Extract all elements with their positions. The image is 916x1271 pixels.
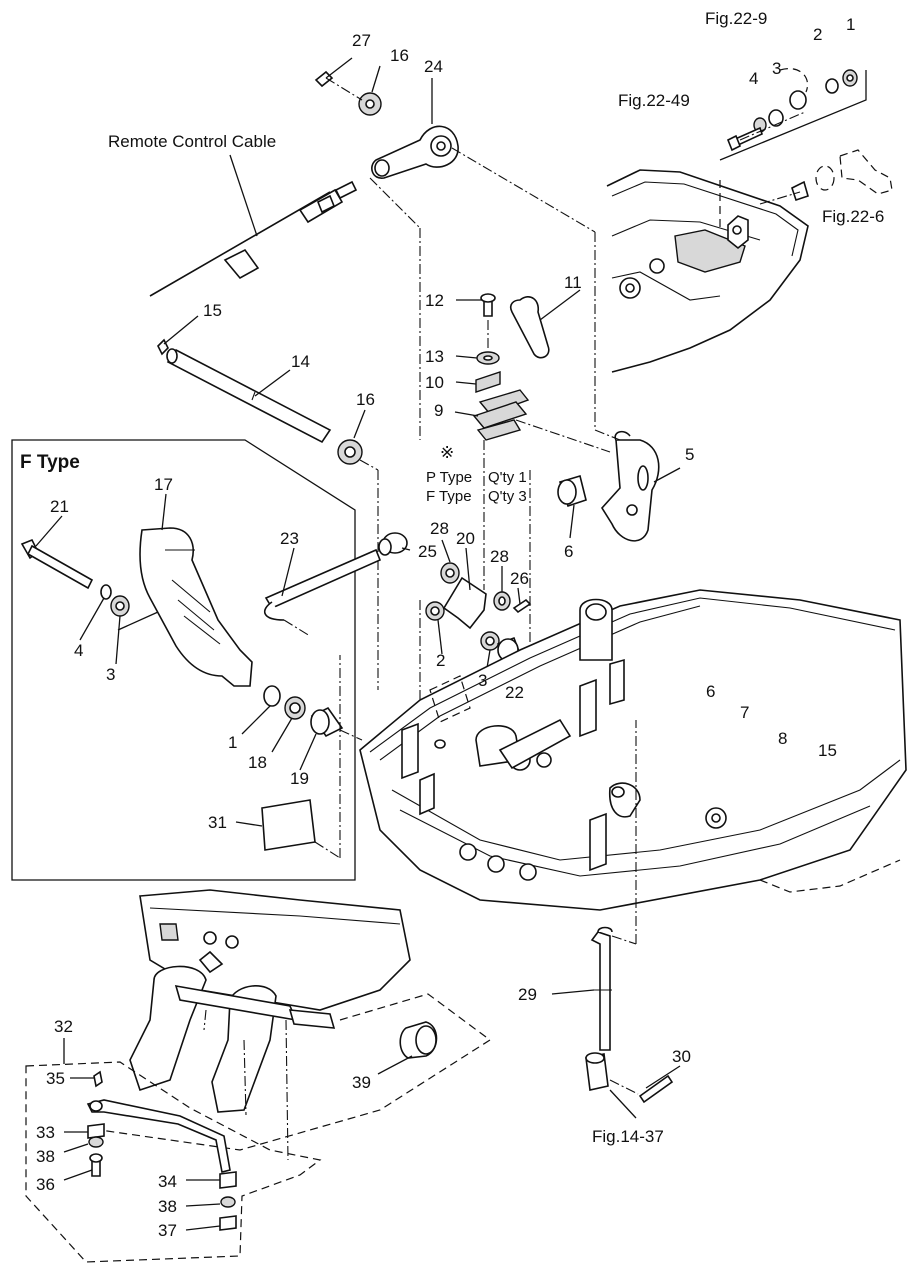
note-mark: ※ [440, 443, 454, 462]
callout-17: 17 [154, 475, 173, 494]
callout-39: 39 [352, 1073, 371, 1092]
callout-4-ftype: 4 [74, 641, 83, 660]
ref-fig22-49: Fig.22-49 [618, 91, 690, 110]
callout-3: 3 [772, 59, 781, 78]
washer-16-top [314, 57, 382, 116]
callout-31: 31 [208, 813, 227, 832]
callout-34: 34 [158, 1172, 177, 1191]
f-type-panel [11, 439, 363, 881]
callout-29: 29 [518, 985, 537, 1004]
callout-15-upper: 15 [203, 301, 222, 320]
callout-15-right: 15 [818, 741, 837, 760]
callout-30: 30 [672, 1047, 691, 1066]
callout-38-right: 38 [158, 1197, 177, 1216]
callout-26: 26 [510, 569, 529, 588]
callout-1-ftype: 1 [228, 733, 237, 752]
callout-7: 7 [740, 703, 749, 722]
remote-control-cable [149, 154, 358, 297]
callout-25: 25 [418, 542, 437, 561]
remote-cable-label: Remote Control Cable [108, 132, 276, 151]
callout-28-left: 28 [430, 519, 449, 538]
bushing-6-top [557, 474, 587, 539]
p-type-qty: Q'ty 1 [488, 469, 527, 486]
cable-joint-24 [369, 78, 596, 440]
callout-37: 37 [158, 1221, 177, 1240]
callout-1: 1 [846, 15, 855, 34]
callout-6-upper: 6 [564, 542, 573, 561]
callout-2-cam: 2 [436, 651, 445, 670]
callout-20: 20 [456, 529, 475, 548]
callout-23: 23 [280, 529, 299, 548]
shift-rod-14 [157, 315, 379, 690]
callout-33: 33 [36, 1123, 55, 1142]
fig22-9-parts [719, 68, 867, 161]
callout-3-cam: 3 [478, 671, 487, 690]
callout-36: 36 [36, 1175, 55, 1194]
callout-9: 9 [434, 401, 443, 420]
callout-12: 12 [425, 291, 444, 310]
bottom-cowl-main [359, 589, 907, 911]
shift-lever-5 [594, 232, 681, 542]
callout-labels: 1 2 3 4 5 6 6 7 8 9 10 11 12 13 14 15 15… [36, 15, 855, 1240]
callout-8: 8 [778, 729, 787, 748]
callout-14: 14 [291, 352, 310, 371]
callout-21: 21 [50, 497, 69, 516]
callout-10: 10 [425, 373, 444, 392]
callout-28-right: 28 [490, 547, 509, 566]
callout-27: 27 [352, 31, 371, 50]
reference-labels: Fig.22-9 Fig.22-49 Fig.22-6 Fig.14-37 Re… [20, 9, 884, 1146]
rod-23-bush-25 [263, 532, 411, 637]
callout-16-top: 16 [390, 46, 409, 65]
f-type-title: F Type [20, 452, 80, 473]
callout-19: 19 [290, 769, 309, 788]
p-type-label: P Type [426, 469, 472, 486]
callout-2: 2 [813, 25, 822, 44]
callout-6-right: 6 [706, 682, 715, 701]
callout-18: 18 [248, 753, 267, 772]
callout-16-mid: 16 [356, 390, 375, 409]
ref-fig14-37: Fig.14-37 [592, 1127, 664, 1146]
shift-lever-assembly [454, 289, 611, 453]
ref-fig22-9: Fig.22-9 [705, 9, 767, 28]
bottom-cowl-fig22-49 [606, 169, 809, 373]
callout-11: 11 [564, 273, 582, 292]
f-type-label: F Type [426, 488, 472, 505]
ref-fig22-6: Fig.22-6 [822, 207, 884, 226]
steering-bracket-lower [99, 889, 492, 1161]
f-type-qty: Q'ty 3 [488, 488, 527, 505]
callout-5: 5 [685, 445, 694, 464]
link-rod-group-32 [25, 1038, 322, 1263]
callout-4: 4 [749, 69, 758, 88]
callout-38-left: 38 [36, 1147, 55, 1166]
callout-3-ftype: 3 [106, 665, 115, 684]
callout-22: 22 [505, 683, 524, 702]
callout-24: 24 [424, 57, 443, 76]
callout-13: 13 [425, 347, 444, 366]
callout-35: 35 [46, 1069, 65, 1088]
rod-29-pin-30 [551, 720, 681, 1119]
fig22-6-parts [759, 149, 893, 205]
callout-32: 32 [54, 1017, 73, 1036]
